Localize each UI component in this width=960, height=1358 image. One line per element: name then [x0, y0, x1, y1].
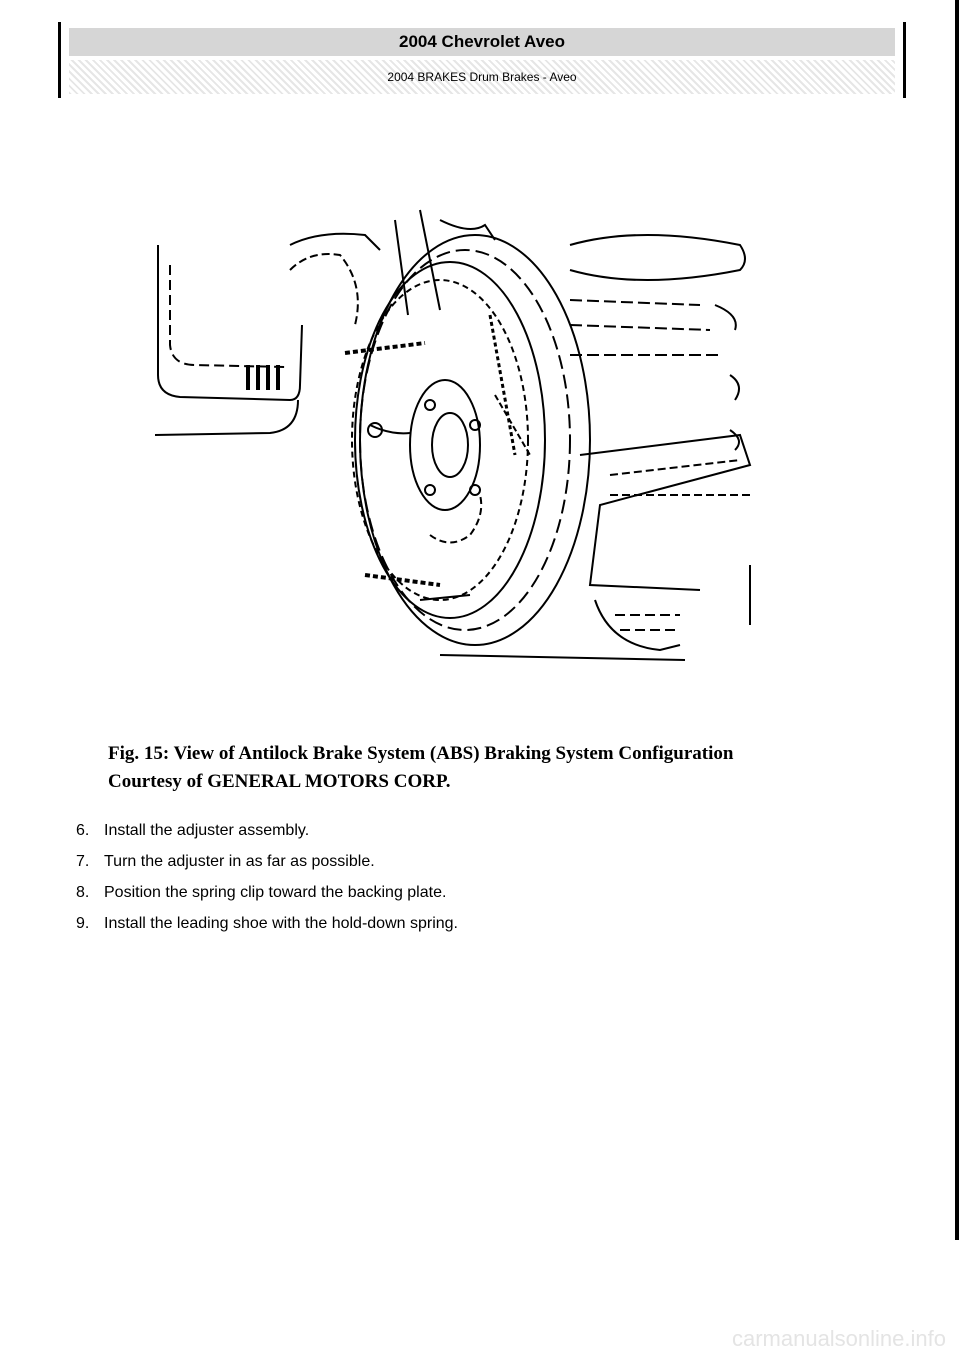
document-title: 2004 Chevrolet Aveo: [69, 28, 895, 56]
step-number: 6.: [76, 822, 90, 839]
brake-assembly-illustration: [140, 205, 760, 675]
document-header: 2004 Chevrolet Aveo 2004 BRAKES Drum Bra…: [58, 22, 906, 98]
list-item: 6. Install the adjuster assembly.: [76, 815, 896, 846]
step-text: Install the leading shoe with the hold-d…: [104, 915, 458, 932]
document-subtitle: 2004 BRAKES Drum Brakes - Aveo: [69, 60, 895, 94]
page-edge-bar: [955, 0, 959, 1240]
step-number: 9.: [76, 915, 90, 932]
site-watermark: carmanualsonline.info: [731, 1326, 946, 1351]
list-item: 8. Position the spring clip toward the b…: [76, 877, 896, 908]
caption-credit: Courtesy of GENERAL MOTORS CORP.: [108, 771, 451, 792]
step-text: Install the adjuster assembly.: [104, 822, 310, 839]
figure-caption: Fig. 15: View of Antilock Brake System (…: [108, 740, 888, 796]
list-item: 9. Install the leading shoe with the hol…: [76, 908, 896, 939]
step-number: 7.: [76, 853, 90, 870]
list-item: 7. Turn the adjuster in as far as possib…: [76, 846, 896, 877]
procedure-steps: 6. Install the adjuster assembly. 7. Tur…: [76, 815, 896, 939]
caption-title: Fig. 15: View of Antilock Brake System (…: [108, 743, 734, 764]
step-text: Turn the adjuster in as far as possible.: [104, 853, 375, 870]
step-number: 8.: [76, 884, 90, 901]
step-text: Position the spring clip toward the back…: [104, 884, 447, 901]
